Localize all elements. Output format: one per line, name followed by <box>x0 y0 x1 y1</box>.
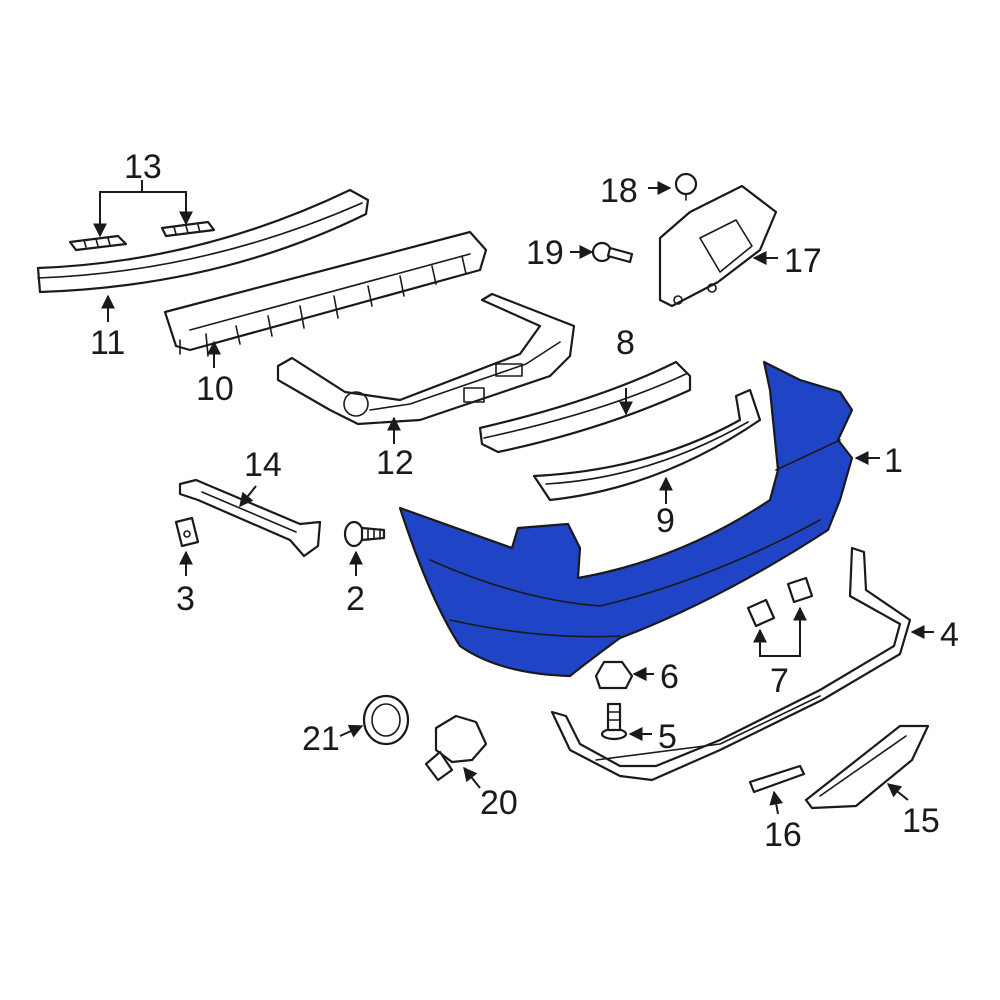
part-15-reflector <box>804 724 930 810</box>
callout-7: 7 <box>770 662 789 700</box>
part-20-sensor <box>424 714 488 782</box>
callout-1: 1 <box>884 442 903 480</box>
callout-14: 14 <box>244 446 282 484</box>
part-19-bolt <box>591 241 634 264</box>
part-1-bumper-cover <box>398 360 854 678</box>
callout-17: 17 <box>784 242 822 280</box>
callout-20: 20 <box>480 784 518 822</box>
callout-21: 21 <box>302 720 340 758</box>
callout-18: 18 <box>600 172 638 210</box>
part-21-grommet <box>362 694 410 746</box>
callout-15: 15 <box>902 802 940 840</box>
callout-9: 9 <box>656 502 675 540</box>
part-8-upper-support <box>478 360 692 454</box>
part-18-push-pin <box>674 172 698 201</box>
part-6-nut <box>594 660 634 690</box>
callout-19: 19 <box>526 234 564 272</box>
leader-lines <box>93 180 934 815</box>
part-14-bracket <box>178 478 322 558</box>
callout-10: 10 <box>196 370 234 408</box>
callout-11: 11 <box>90 324 125 362</box>
callout-3: 3 <box>176 580 195 618</box>
part-16-clip <box>748 764 806 794</box>
part-9-retainer <box>532 388 762 502</box>
callout-6: 6 <box>660 658 679 696</box>
part-11-impact-strip <box>36 188 370 294</box>
callout-4: 4 <box>940 616 959 654</box>
part-12-reinforcement <box>276 292 576 426</box>
callout-13: 13 <box>124 148 162 186</box>
part-2-screw <box>343 520 386 548</box>
callout-labels: 1 2 3 4 5 6 7 8 9 10 11 12 13 14 15 16 1… <box>90 148 959 854</box>
part-5-bolt <box>600 702 628 741</box>
callout-2: 2 <box>346 580 365 618</box>
callout-8: 8 <box>616 324 635 362</box>
part-17-bracket <box>658 184 778 308</box>
callout-12: 12 <box>376 444 414 482</box>
callout-5: 5 <box>658 718 677 756</box>
part-3-nut <box>174 516 200 548</box>
part-4-valance <box>550 546 912 782</box>
part-7-clips <box>746 576 814 628</box>
callout-16: 16 <box>764 816 802 854</box>
bumper-cover-fill <box>398 360 854 678</box>
